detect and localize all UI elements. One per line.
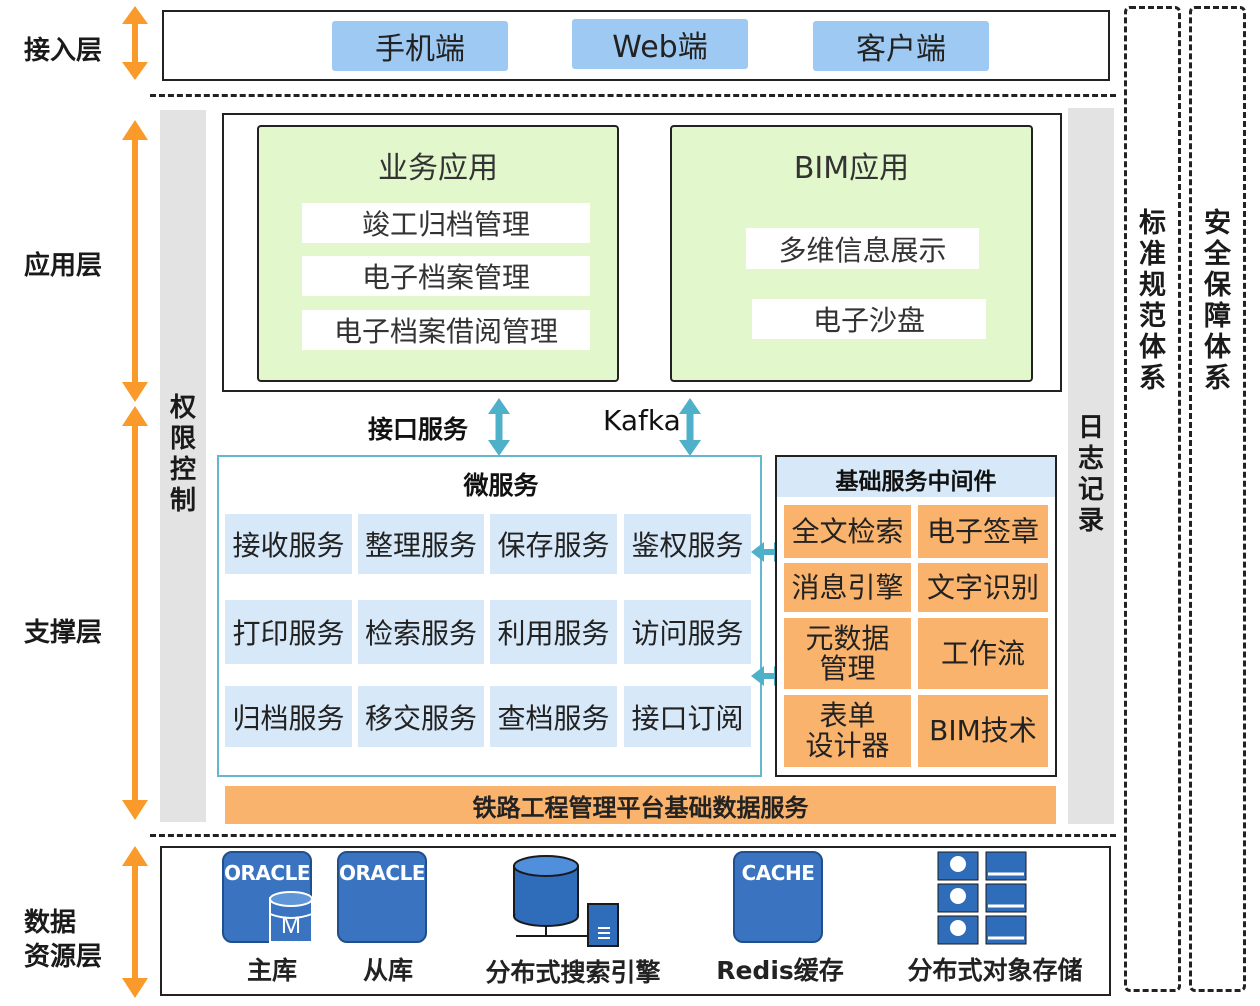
master-badge-text: M xyxy=(281,912,301,939)
business-item-e-archive: 电子档案管理 xyxy=(302,256,590,296)
layer-label-support: 支撑层 xyxy=(24,618,103,648)
permission-control-label: 权 限 控 制 xyxy=(160,390,206,520)
middleware-header xyxy=(777,457,1055,497)
log-char: 录 xyxy=(1077,506,1104,536)
access-web: Web端 xyxy=(572,19,748,69)
mw-message-engine: 消息引擎 xyxy=(784,563,911,612)
orange-arrows xyxy=(122,6,148,998)
standards-char: 规 xyxy=(1139,270,1166,301)
base-data-service-bar: 铁路工程管理平台基础数据服务 xyxy=(225,786,1056,824)
security-char: 安 xyxy=(1204,208,1231,239)
security-system-label: 安 全 保 障 体 系 xyxy=(1189,6,1246,586)
layer-label-data-line2: 资源层 xyxy=(24,942,103,972)
interface-arrow xyxy=(488,398,510,456)
log-char: 记 xyxy=(1077,475,1104,505)
ms-transfer: 移交服务 xyxy=(358,686,484,747)
mw-ocr: 文字识别 xyxy=(918,563,1048,612)
permission-char: 权 xyxy=(169,393,196,423)
standards-char: 系 xyxy=(1139,363,1166,394)
business-item-e-archive-borrow: 电子档案借阅管理 xyxy=(302,310,590,350)
log-char: 日 xyxy=(1077,413,1104,443)
cache-icon: CACHE xyxy=(733,851,823,943)
search-engine-icon xyxy=(513,855,619,947)
object-storage-label: 分布式对象存储 xyxy=(907,956,1083,985)
mw-fulltext-search: 全文检索 xyxy=(784,505,911,558)
log-char: 志 xyxy=(1077,444,1104,474)
separator-support-data xyxy=(150,834,1116,837)
security-char: 全 xyxy=(1204,239,1231,270)
mw-form-designer: 表单 设计器 xyxy=(784,695,911,767)
mw-form-line2: 设计器 xyxy=(805,729,890,762)
separator-access-app xyxy=(150,94,1116,97)
object-storage-icon xyxy=(937,851,1027,945)
security-char: 保 xyxy=(1204,270,1231,301)
ms-auth: 鉴权服务 xyxy=(624,514,751,574)
redis-cache-label: Redis缓存 xyxy=(716,956,844,985)
mw-metadata-line1: 元数据 xyxy=(805,621,890,655)
bim-item-multidim-display: 多维信息展示 xyxy=(746,228,979,269)
kafka-arrow xyxy=(679,398,701,456)
ms-interface-subscribe: 接口订阅 xyxy=(624,686,751,747)
business-app-title: 业务应用 xyxy=(378,151,498,186)
slave-db-label: 从库 xyxy=(362,956,413,985)
kafka-label: Kafka xyxy=(603,404,681,437)
ms-archive: 归档服务 xyxy=(225,686,352,747)
oracle-master-text: ORACLE xyxy=(224,861,310,885)
mw-form-line1: 表单 xyxy=(819,699,876,732)
log-record-label: 日 志 记 录 xyxy=(1068,410,1114,540)
arrow-application-layer xyxy=(122,120,148,402)
arrow-data-layer xyxy=(122,846,148,998)
ms-use: 利用服务 xyxy=(490,600,617,664)
standards-system-column xyxy=(1124,6,1181,992)
permission-char: 控 xyxy=(169,455,196,485)
security-char: 障 xyxy=(1204,301,1231,332)
ms-search: 检索服务 xyxy=(358,600,484,664)
mw-e-signature: 电子签章 xyxy=(918,505,1048,558)
interface-service-label: 接口服务 xyxy=(368,415,469,444)
standards-system-label: 标 准 规 范 体 系 xyxy=(1124,6,1181,586)
standards-char: 体 xyxy=(1139,332,1166,363)
ms-lookup: 查档服务 xyxy=(490,686,617,747)
bim-app-title: BIM应用 xyxy=(793,151,910,186)
oracle-slave-icon: ORACLE xyxy=(337,851,427,943)
ms-access: 访问服务 xyxy=(624,600,751,664)
ms-receive: 接收服务 xyxy=(225,514,352,574)
security-system-column xyxy=(1189,6,1246,992)
mw-workflow: 工作流 xyxy=(918,618,1048,689)
access-mobile: 手机端 xyxy=(332,21,508,71)
ms-print: 打印服务 xyxy=(225,600,352,664)
standards-char: 范 xyxy=(1139,301,1166,332)
ms-organize: 整理服务 xyxy=(358,514,484,574)
master-db-label: 主库 xyxy=(246,956,297,985)
access-client: 客户端 xyxy=(813,21,989,71)
arrow-access-layer xyxy=(122,6,148,80)
layer-label-application: 应用层 xyxy=(24,251,103,281)
cache-text: CACHE xyxy=(741,861,815,885)
bim-item-e-sandbox: 电子沙盘 xyxy=(752,299,986,339)
ms-save: 保存服务 xyxy=(490,514,617,574)
security-char: 系 xyxy=(1204,363,1231,394)
layer-label-data-line1: 数据 xyxy=(24,908,77,938)
mw-bim-technology: BIM技术 xyxy=(918,695,1048,767)
layer-label-data: 数据 资源层 xyxy=(24,906,102,974)
business-item-completion-archive: 竣工归档管理 xyxy=(302,203,590,243)
master-badge-icon xyxy=(269,891,313,943)
arrow-support-layer xyxy=(122,406,148,820)
log-record-column xyxy=(1068,108,1114,824)
standards-char: 标 xyxy=(1139,208,1166,239)
microservices-title: 微服务 xyxy=(463,471,539,500)
permission-char: 限 xyxy=(169,424,196,454)
mw-metadata-management: 元数据 管理 xyxy=(784,618,911,689)
mw-metadata-line2: 管理 xyxy=(819,651,876,685)
search-engine-label: 分布式搜索引擎 xyxy=(485,958,661,987)
layer-label-access: 接入层 xyxy=(24,36,103,66)
interface-arrows xyxy=(488,398,701,456)
middleware-title: 基础服务中间件 xyxy=(835,469,997,495)
permission-char: 制 xyxy=(169,486,196,516)
security-char: 体 xyxy=(1204,332,1231,363)
oracle-slave-text: ORACLE xyxy=(339,861,425,885)
permission-control-column xyxy=(160,110,206,822)
standards-char: 准 xyxy=(1139,239,1166,270)
